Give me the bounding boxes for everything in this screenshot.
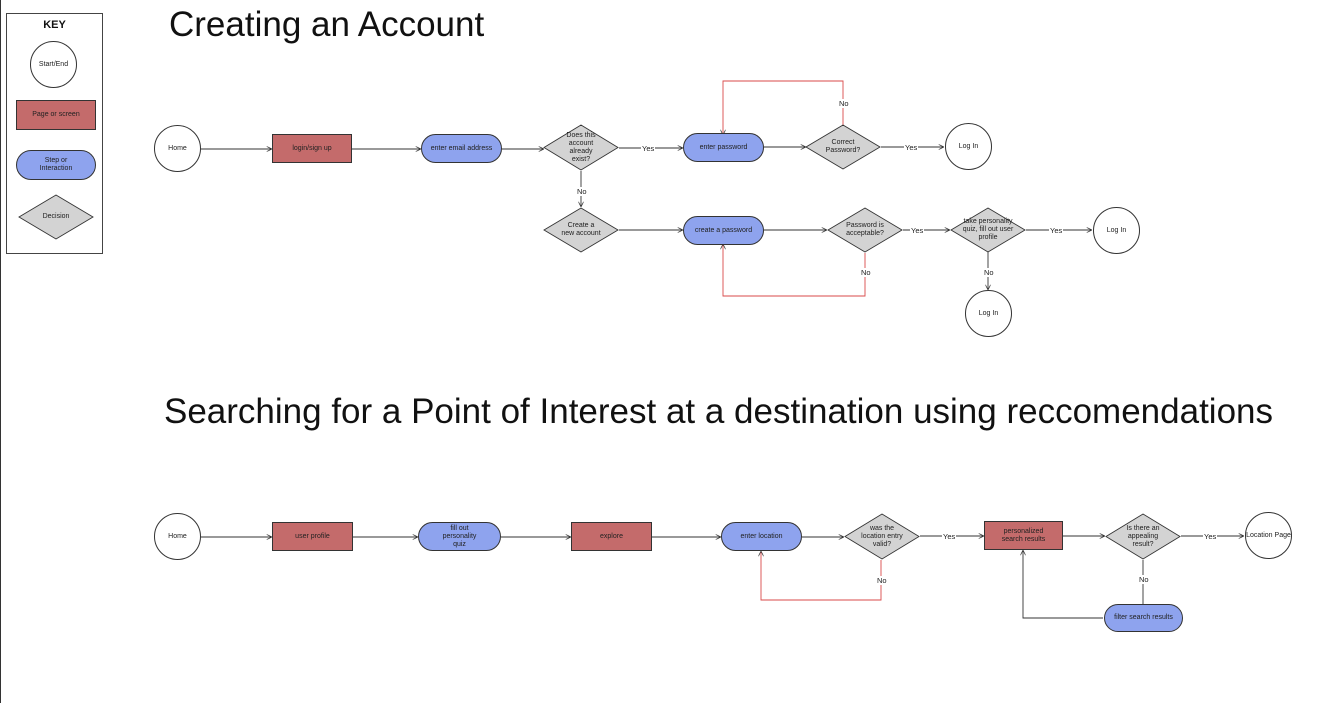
node-enter-email: enter email address <box>421 134 502 163</box>
node-personalized-results-label: personalized search results <box>1001 527 1046 543</box>
node-enter-location: enter location <box>721 522 802 551</box>
legend-decision-label: Decision <box>42 213 70 220</box>
node-login-signup: login/sign up <box>272 134 352 163</box>
edge-label-yes-5: Yes <box>942 532 957 541</box>
legend-step: Step or Interaction <box>16 150 96 180</box>
legend-page: Page or screen <box>16 100 96 130</box>
flow2-title: Searching for a Point of Interest at a d… <box>164 392 1273 431</box>
node-fill-quiz: fill out personality quiz <box>418 522 501 551</box>
node-personality-quiz: take personality quiz, fill out user pro… <box>950 207 1026 253</box>
node-enter-email-label: enter email address <box>430 144 493 152</box>
legend-title: KEY <box>43 19 66 31</box>
edge-label-yes-2: Yes <box>904 143 919 152</box>
node-filter-results-label: filter search results <box>1114 614 1173 621</box>
legend-start-end-label: Start/End <box>38 60 69 68</box>
edge-label-no-3: No <box>860 268 872 277</box>
node-log-in-3: Log In <box>965 290 1012 337</box>
node-account-exists-label: Does this account already exist? <box>566 131 596 163</box>
edge-label-no-1: No <box>838 99 850 108</box>
node-log-in-1: Log In <box>945 123 992 170</box>
node-location-valid: was the location entry valid? <box>844 513 920 560</box>
node-password-acceptable-label: Password is acceptable? <box>846 222 884 237</box>
node-account-exists: Does this account already exist? <box>543 124 619 171</box>
legend-start-end: Start/End <box>30 41 77 88</box>
node-enter-password-label: enter password <box>699 143 748 151</box>
node-home: Home <box>154 125 201 172</box>
legend-page-label: Page or screen <box>32 111 80 118</box>
node-personality-quiz-label: take personality quiz, fill out user pro… <box>962 218 1014 241</box>
node-create-account: Create a new account <box>543 207 619 253</box>
node-explore: explore <box>571 522 652 551</box>
node-log-in-2: Log In <box>1093 207 1140 254</box>
node-enter-location-label: enter location <box>740 532 783 540</box>
node-explore-label: explore <box>600 532 623 540</box>
node-appealing-result-label: Is there an appealing result? <box>1126 524 1160 548</box>
node-password-acceptable: Password is acceptable? <box>827 207 903 253</box>
node-personalized-results: personalized search results <box>984 521 1063 550</box>
edge-label-yes-1: Yes <box>641 144 656 153</box>
node-home-2: Home <box>154 513 201 560</box>
node-appealing-result: Is there an appealing result? <box>1105 513 1181 560</box>
node-fill-quiz-label: fill out personality quiz <box>442 524 477 548</box>
node-log-in-2-label: Log In <box>1106 226 1127 234</box>
node-home-label: Home <box>168 144 187 152</box>
node-user-profile: user profile <box>272 522 353 551</box>
legend-panel: KEY <box>6 13 103 254</box>
legend-step-label: Step or Interaction <box>39 157 73 172</box>
node-filter-results: filter search results <box>1104 604 1183 632</box>
node-location-valid-label: was the location entry valid? <box>861 524 903 548</box>
legend-decision: Decision <box>18 194 94 240</box>
node-login-signup-label: login/sign up <box>292 144 332 152</box>
node-create-password-label: create a password <box>694 226 753 234</box>
node-log-in-1-label: Log In <box>958 142 979 150</box>
node-location-page: Location Page <box>1245 512 1292 559</box>
node-create-account-label: Create a new account <box>561 222 601 237</box>
edge-label-yes-6: Yes <box>1203 532 1218 541</box>
node-correct-password: Correct Password? <box>805 124 881 170</box>
edge-label-yes-3: Yes <box>910 226 925 235</box>
edge-label-no-6: No <box>1138 575 1150 584</box>
edge-label-no-5: No <box>876 576 888 585</box>
node-home-2-label: Home <box>168 532 187 540</box>
flow1-title: Creating an Account <box>169 5 485 44</box>
node-enter-password: enter password <box>683 133 764 162</box>
node-location-page-label: Location Page <box>1246 531 1291 539</box>
node-correct-password-label: Correct Password? <box>825 139 861 154</box>
edge-label-no-4: No <box>983 268 995 277</box>
node-log-in-3-label: Log In <box>978 309 999 317</box>
edge-label-yes-4: Yes <box>1049 226 1064 235</box>
edge-label-no-2: No <box>576 187 588 196</box>
node-create-password: create a password <box>683 216 764 245</box>
node-user-profile-label: user profile <box>295 532 330 540</box>
